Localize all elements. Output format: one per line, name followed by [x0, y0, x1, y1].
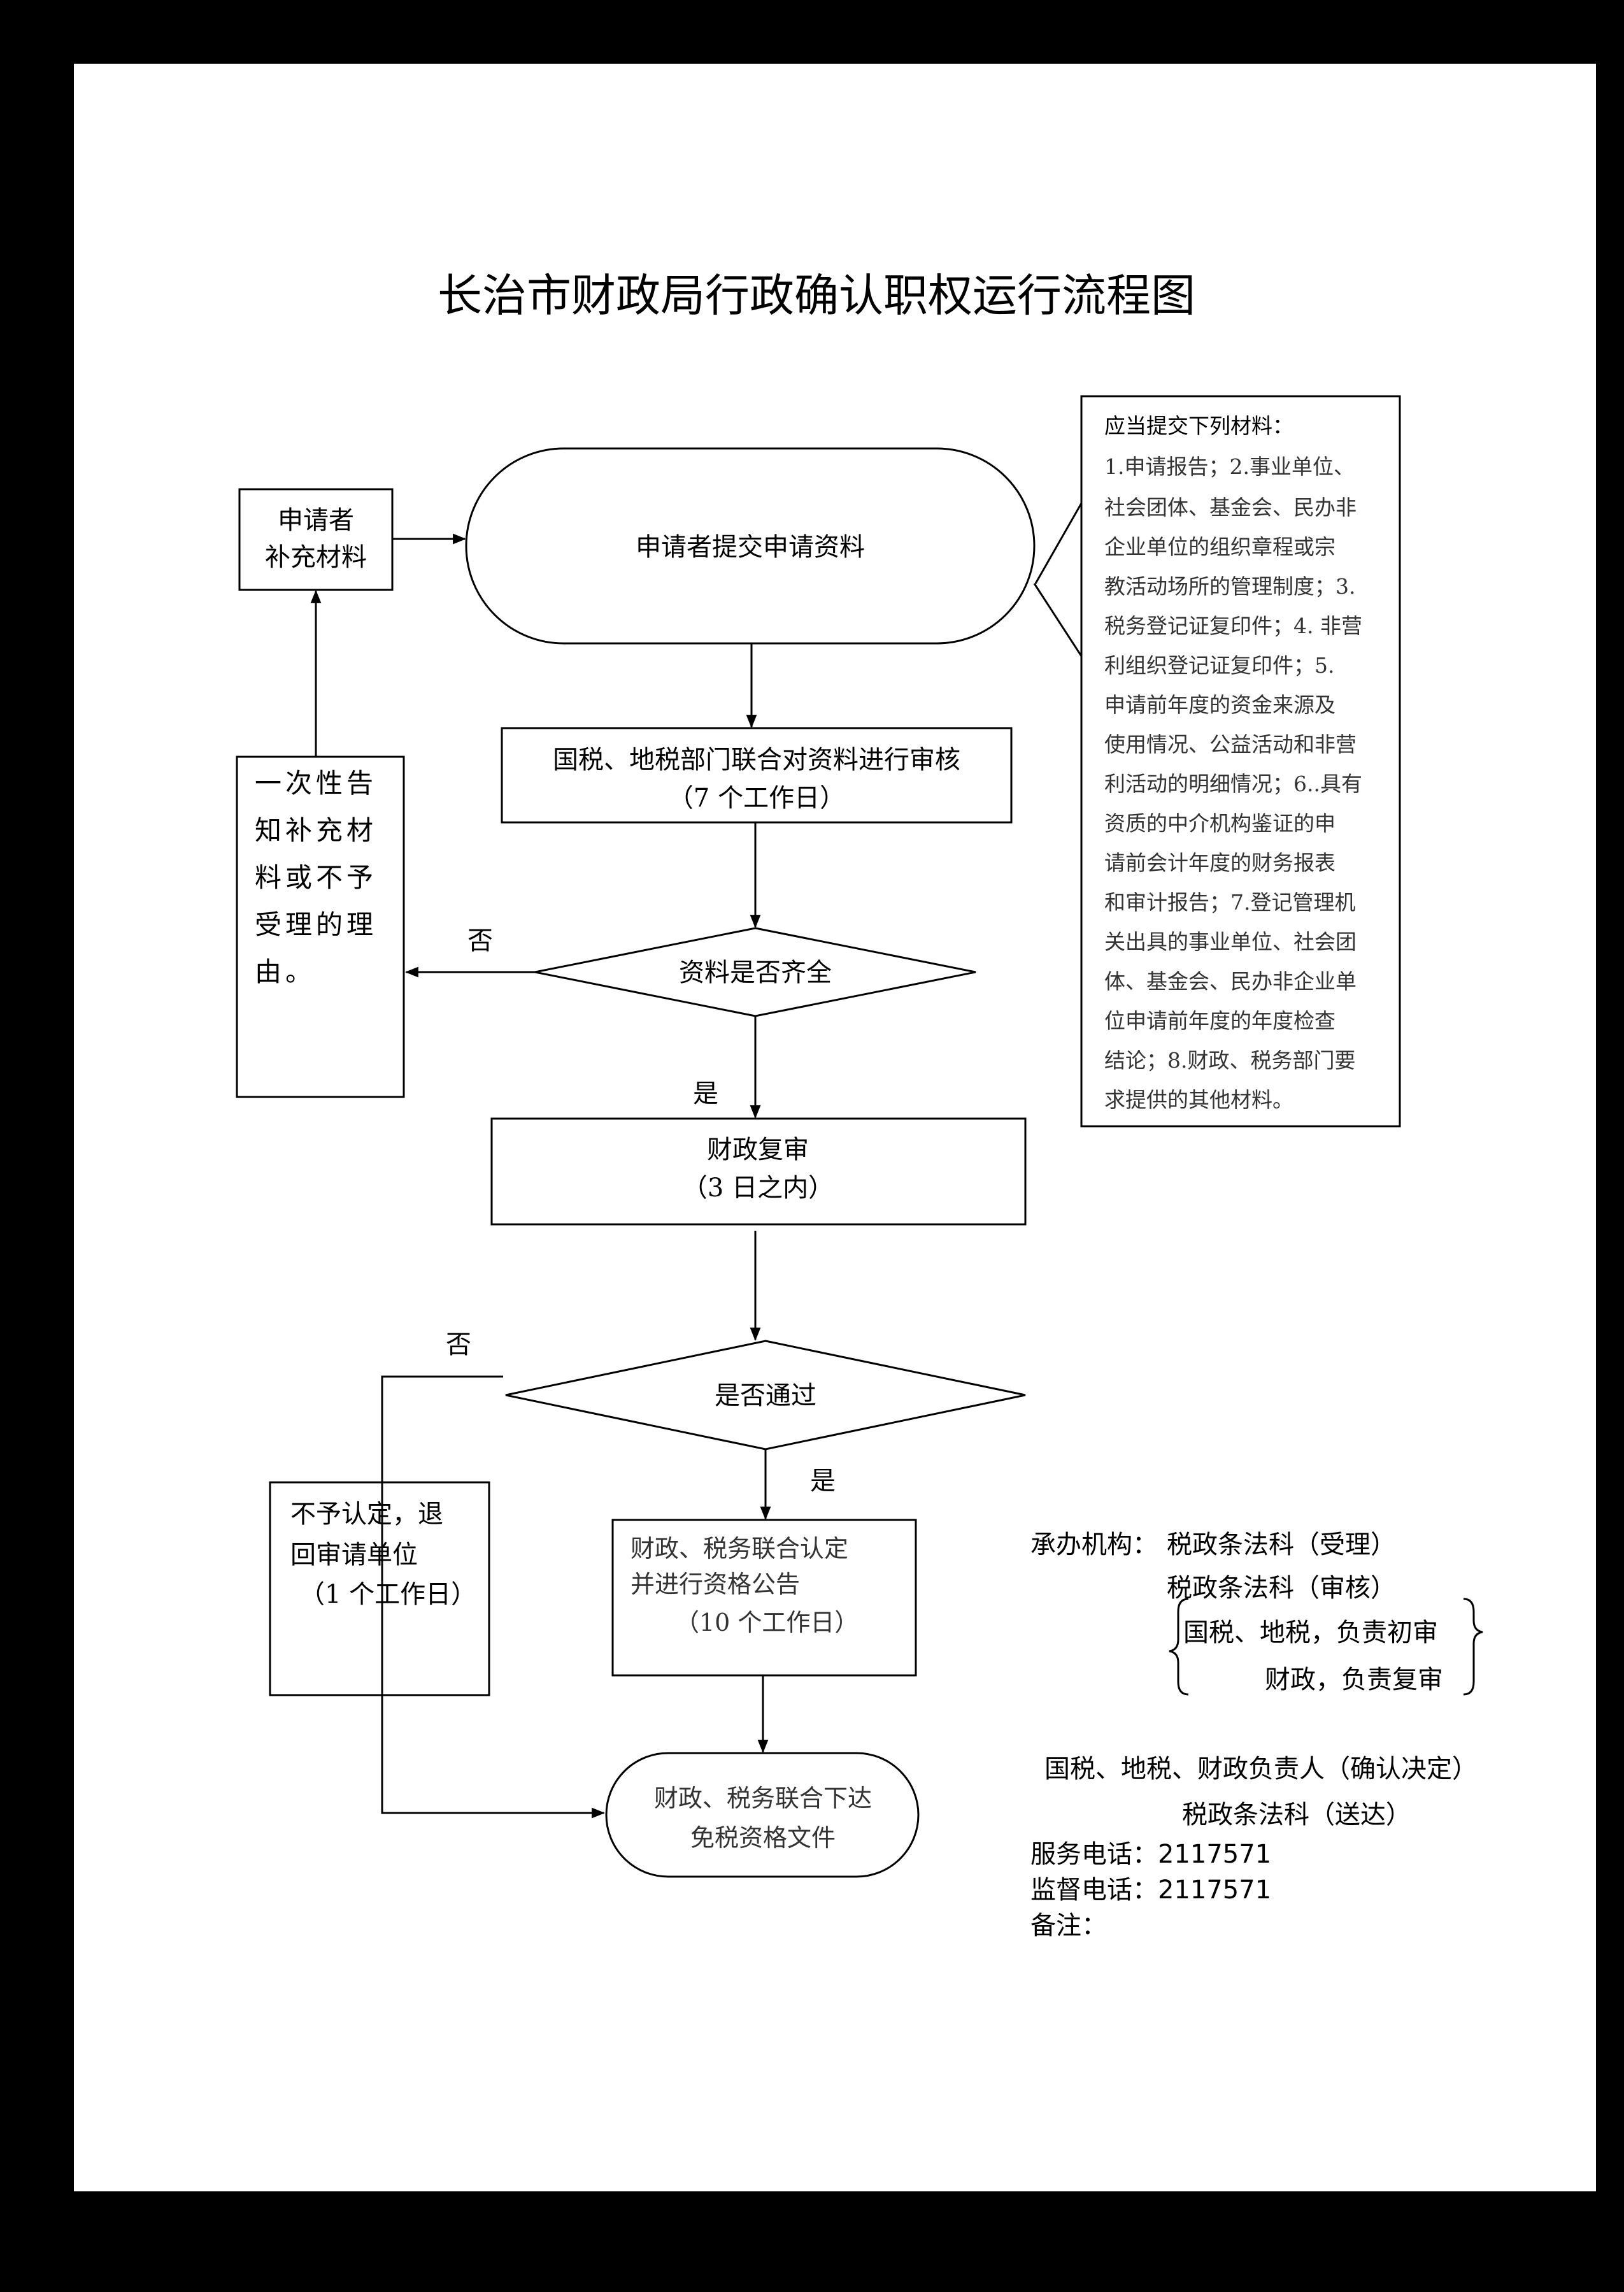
node-notify-line: 料或不予	[255, 862, 377, 893]
node-notify-line: 由。	[255, 956, 316, 987]
materials-note-line: 体、基金会、民办非企业单	[1104, 969, 1357, 994]
materials-note-line: 利活动的明细情况；6..具有	[1104, 771, 1362, 796]
materials-note-line: 求提供的其他材料。	[1104, 1087, 1293, 1112]
decision-complete-label: 资料是否齐全	[679, 958, 832, 987]
node-supplement-line: 申请者	[278, 506, 354, 535]
node-review-label: 国税、地税部门联合对资料进行审核 （7 个工作日）	[553, 745, 960, 813]
info-service-phone: 服务电话：2117571	[1030, 1840, 1271, 1869]
materials-note-line: 应当提交下列材料：	[1104, 413, 1293, 438]
edge-pass-no	[381, 1375, 606, 1819]
info-right-brace	[1463, 1598, 1483, 1696]
node-supplement-box	[238, 488, 394, 591]
materials-note-box	[1080, 395, 1401, 1128]
node-notify-box	[236, 756, 405, 1098]
node-review-line: （7 个工作日）	[668, 784, 845, 813]
materials-note-line: 社会团体、基金会、民办非	[1104, 495, 1357, 520]
materials-note-line: 教活动场所的管理制度；3.	[1104, 574, 1356, 599]
node-finance-review-box	[490, 1117, 1027, 1226]
node-finance-review-label: 财政复审 （3 日之内）	[682, 1135, 834, 1203]
node-reject-box	[269, 1481, 490, 1696]
node-review-line: 国税、地税部门联合对资料进行审核	[553, 745, 960, 775]
node-reject-label: 不予认定，退 回审请单位 （1 个工作日）	[290, 1500, 476, 1609]
page-title: 长治市财政局行政确认职权运行流程图	[438, 269, 1195, 322]
note-callout-line-bottom	[1033, 583, 1083, 657]
info-supervise-phone: 监督电话：2117571	[1030, 1875, 1271, 1905]
materials-note-line: 使用情况、公益活动和非营	[1104, 732, 1357, 757]
note-callout-line-top	[1034, 503, 1083, 584]
materials-note-line: 结论；8.财政、税务部门要	[1104, 1048, 1356, 1073]
info-brace-line-1: 国税、地税，负责初审	[1183, 1618, 1438, 1647]
edge-label-no-1: 否	[467, 926, 493, 956]
materials-note-line: 1.申请报告；2.事业单位、	[1104, 454, 1355, 479]
info-org-label: 承办机构：	[1030, 1530, 1158, 1559]
node-reject-line: 回审请单位	[290, 1540, 418, 1570]
node-notify-line: 一次性告	[255, 768, 377, 799]
decision-pass-label: 是否通过	[715, 1381, 816, 1410]
node-submit-label: 申请者提交申请资料	[636, 533, 865, 562]
edge-label-yes-1: 是	[693, 1079, 718, 1108]
edge-label-no-2: 否	[446, 1330, 471, 1359]
node-notify-line: 知补充材	[255, 815, 377, 846]
materials-note-line: 请前会计年度的财务报表	[1104, 850, 1336, 875]
materials-note-line: 企业单位的组织章程或宗	[1104, 534, 1336, 559]
materials-note-line: 资质的中介机构鉴证的申	[1104, 811, 1336, 836]
node-review-box	[501, 727, 1013, 824]
edge-label-yes-2: 是	[810, 1466, 836, 1496]
info-decision: 国税、地税、财政负责人（确认决定）	[1044, 1754, 1478, 1784]
materials-note-line: 申请前年度的资金来源及	[1104, 692, 1336, 717]
node-joint-confirm-line: （10 个工作日）	[675, 1608, 858, 1637]
node-supplement-line: 补充材料	[265, 543, 367, 572]
info-remarks: 备注：	[1030, 1911, 1107, 1940]
info-deliver: 税政条法科（送达）	[1182, 1800, 1411, 1830]
node-issue-terminal	[605, 1752, 920, 1878]
node-reject-line: （1 个工作日）	[299, 1580, 476, 1609]
materials-note-line: 位申请前年度的年度检查	[1104, 1008, 1336, 1033]
node-notify-label: 一次性告 知补充材 料或不予 受理的理 由。	[255, 768, 377, 987]
materials-note-text: 应当提交下列材料： 1.申请报告；2.事业单位、 社会团体、基金会、民办非 企业…	[1104, 413, 1362, 1112]
node-issue-label: 财政、税务联合下达 免税资格文件	[654, 1784, 872, 1852]
node-issue-line: 免税资格文件	[690, 1824, 836, 1852]
node-reject-line: 不予认定，退	[290, 1500, 443, 1529]
node-joint-confirm-box	[611, 1519, 917, 1677]
materials-note-line: 关出具的事业单位、社会团	[1104, 929, 1357, 954]
info-left-brace	[1169, 1598, 1189, 1696]
node-finance-review-line: （3 日之内）	[682, 1173, 834, 1203]
node-finance-review-line: 财政复审	[707, 1135, 809, 1164]
node-joint-confirm-line: 并进行资格公告	[630, 1570, 800, 1598]
node-notify-line: 受理的理	[255, 909, 377, 940]
info-block: 承办机构： 税政条法科（受理） 税政条法科（审核） 国税、地税，负责初审 财政，…	[1030, 1530, 1478, 1940]
node-supplement-label: 申请者 补充材料	[265, 506, 367, 572]
materials-note-line: 税务登记证复印件；4. 非营	[1104, 613, 1362, 638]
info-brace-line-2: 财政，负责复审	[1265, 1665, 1443, 1694]
node-joint-confirm-line: 财政、税务联合认定	[630, 1535, 848, 1563]
node-submit-terminal	[465, 447, 1036, 645]
info-org-accept: 税政条法科（受理）	[1167, 1530, 1396, 1559]
node-issue-line: 财政、税务联合下达	[654, 1784, 872, 1812]
materials-note-line: 利组织登记证复印件；5.	[1104, 653, 1335, 678]
node-joint-confirm-label: 财政、税务联合认定 并进行资格公告 （10 个工作日）	[630, 1535, 858, 1637]
info-org-review: 税政条法科（审核）	[1167, 1573, 1396, 1603]
materials-note-line: 和审计报告；7.登记管理机	[1104, 890, 1356, 915]
